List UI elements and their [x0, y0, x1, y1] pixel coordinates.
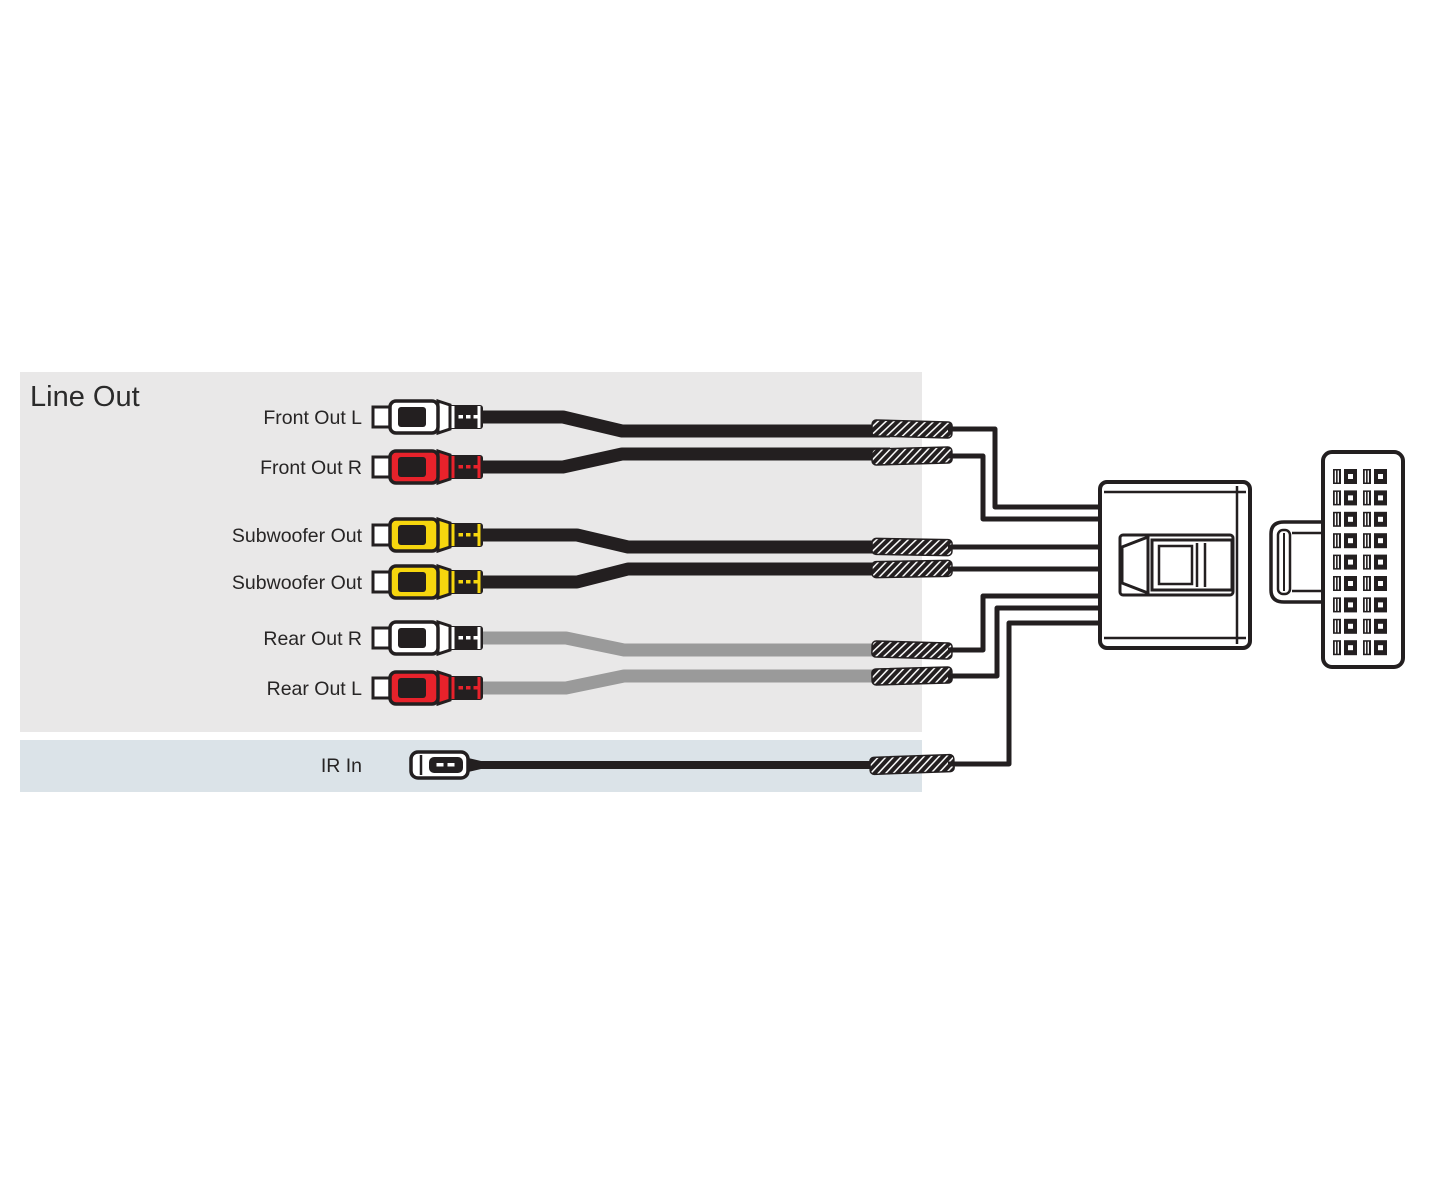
strain-band [451, 677, 455, 699]
pin-slot [1363, 490, 1371, 506]
pin-slot [1333, 554, 1341, 570]
pin-slot [1333, 469, 1341, 484]
ir-in-wire [948, 620, 1103, 767]
jack-contact [429, 757, 463, 773]
heatshrink [871, 666, 953, 686]
rca-plug-red-icon [371, 448, 483, 486]
strain-band [477, 406, 481, 428]
ir-in-label: IR In [321, 755, 362, 777]
row-rear-out-l: Rear Out L [267, 605, 1103, 707]
rear-out-l-label: Rear Out L [267, 678, 363, 700]
pin-slot [1363, 511, 1371, 527]
plug-neck [436, 619, 452, 657]
pin-slot [1333, 576, 1341, 591]
pin-slot [1333, 618, 1341, 634]
pin-slot [1333, 511, 1341, 527]
housing-latch [1118, 533, 1235, 597]
pin-slot [1363, 469, 1371, 484]
heatshrink [871, 640, 953, 660]
rear-out-l-cable [481, 669, 890, 695]
plug-bore [398, 678, 426, 698]
front-out-r-wire [948, 453, 1103, 522]
strain-band [451, 571, 455, 593]
pin-slot [1363, 597, 1371, 613]
subwoofer-out-1-cable [481, 528, 890, 554]
strain-band [477, 456, 481, 478]
rca-plug-white-icon [371, 619, 483, 657]
strain-band [451, 524, 455, 546]
row-front-out-l: Front Out L [263, 398, 1103, 510]
pin-slot [1363, 554, 1371, 570]
plug-neck [436, 448, 452, 486]
rear-out-r-cable [481, 631, 890, 657]
rca-plug-yellow-icon [371, 516, 483, 554]
pin-slot [1333, 597, 1341, 613]
strain-band [477, 571, 481, 593]
row-ir-in: IR In [321, 620, 1103, 780]
front-out-l-wire [948, 426, 1103, 510]
plug-neck [436, 669, 452, 707]
pin-slot [1363, 576, 1371, 591]
bracket-slot [1276, 528, 1292, 596]
bracket-body [1269, 520, 1326, 604]
strain-band [451, 456, 455, 478]
subwoofer-out-1-label: Subwoofer Out [232, 525, 363, 547]
front-out-l-label: Front Out L [263, 407, 362, 429]
pin-grid [1333, 469, 1387, 656]
strain-band [451, 627, 455, 649]
subwoofer-out-2-cable [481, 562, 890, 589]
rear-out-r-label: Rear Out R [263, 628, 362, 650]
pin-slot [1363, 533, 1371, 549]
row-subwoofer-out-2: Subwoofer Out [232, 559, 1103, 601]
heatshrink [871, 419, 953, 439]
front-out-r-cable [481, 447, 890, 474]
plug-bore [398, 525, 426, 545]
strain-band [477, 524, 481, 546]
rca-plug-yellow-icon [371, 563, 483, 601]
front-out-r-label: Front Out R [260, 457, 362, 479]
pin-connector [1321, 450, 1405, 669]
plug-neck [436, 516, 452, 554]
heatshrink [871, 537, 953, 557]
pin-slot [1333, 640, 1341, 656]
pin-slot [1333, 533, 1341, 549]
row-subwoofer-out-1: Subwoofer Out [232, 516, 1103, 557]
strain-band [477, 677, 481, 699]
latch-window [1157, 544, 1194, 586]
pin-slot [1363, 618, 1371, 634]
latch-ribs [1195, 543, 1207, 587]
rear-out-l-wire [948, 605, 1103, 679]
harness-plug-housing [1098, 480, 1252, 650]
row-front-out-r: Front Out R [260, 446, 1103, 522]
plug-neck [436, 398, 452, 436]
rca-plug-red-icon [371, 669, 483, 707]
subwoofer-out-2-label: Subwoofer Out [232, 572, 363, 594]
plug-bore [398, 407, 426, 427]
latch-bracket [1269, 520, 1326, 604]
plug-neck [436, 563, 452, 601]
plug-bore [398, 572, 426, 592]
row-rear-out-r: Rear Out R [263, 593, 1103, 660]
strain-band [451, 406, 455, 428]
bracket-inner-lines [1292, 531, 1326, 593]
pin-slot [1333, 490, 1341, 506]
strain-band [477, 627, 481, 649]
pin-slot [1363, 640, 1371, 656]
rear-out-r-wire [948, 593, 1103, 653]
heatshrink [871, 446, 953, 466]
plug-bore [398, 457, 426, 477]
line-out-title: Line Out [30, 381, 140, 413]
heatshrink [869, 753, 955, 776]
front-out-l-cable [481, 410, 890, 438]
ir-jack-icon [409, 750, 481, 780]
rca-plug-white-icon [371, 398, 483, 436]
plug-bore [398, 628, 426, 648]
latch-button [1120, 534, 1150, 596]
heatshrink [871, 559, 953, 579]
